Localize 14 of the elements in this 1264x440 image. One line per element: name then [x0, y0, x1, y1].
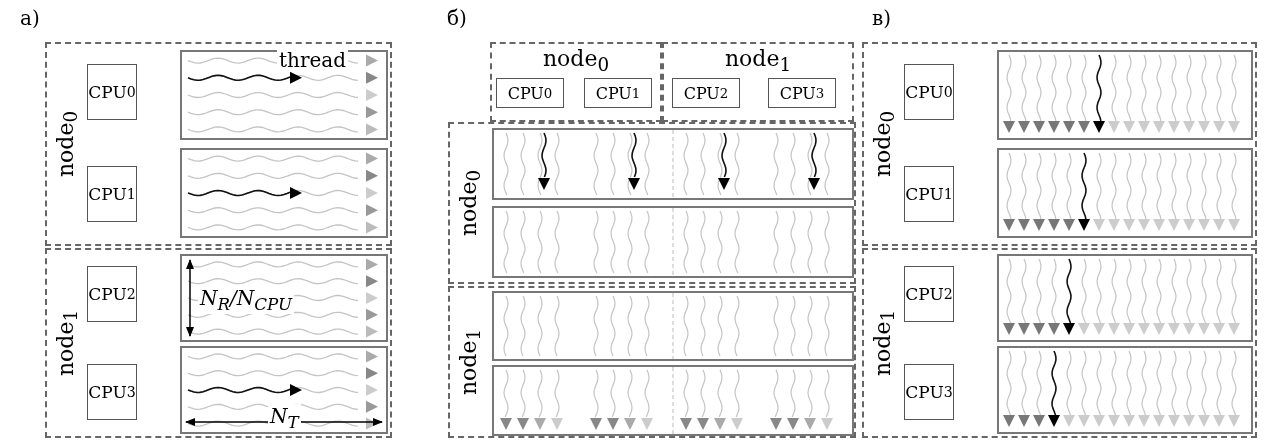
panel-label: б) — [447, 6, 467, 30]
node-label: node$_{0}$ — [541, 46, 611, 76]
panel-label: а) — [20, 6, 40, 30]
thread-label: thread — [277, 48, 349, 72]
panel-label: в) — [872, 6, 892, 30]
node-group — [662, 42, 854, 122]
node-group — [862, 248, 1257, 438]
node-group — [862, 42, 1257, 246]
node-group — [45, 248, 392, 438]
node-group — [490, 42, 662, 122]
node-group — [448, 286, 856, 438]
node-group — [45, 42, 392, 246]
node-group — [448, 122, 856, 284]
node-label: node$_{1}$ — [723, 46, 793, 76]
